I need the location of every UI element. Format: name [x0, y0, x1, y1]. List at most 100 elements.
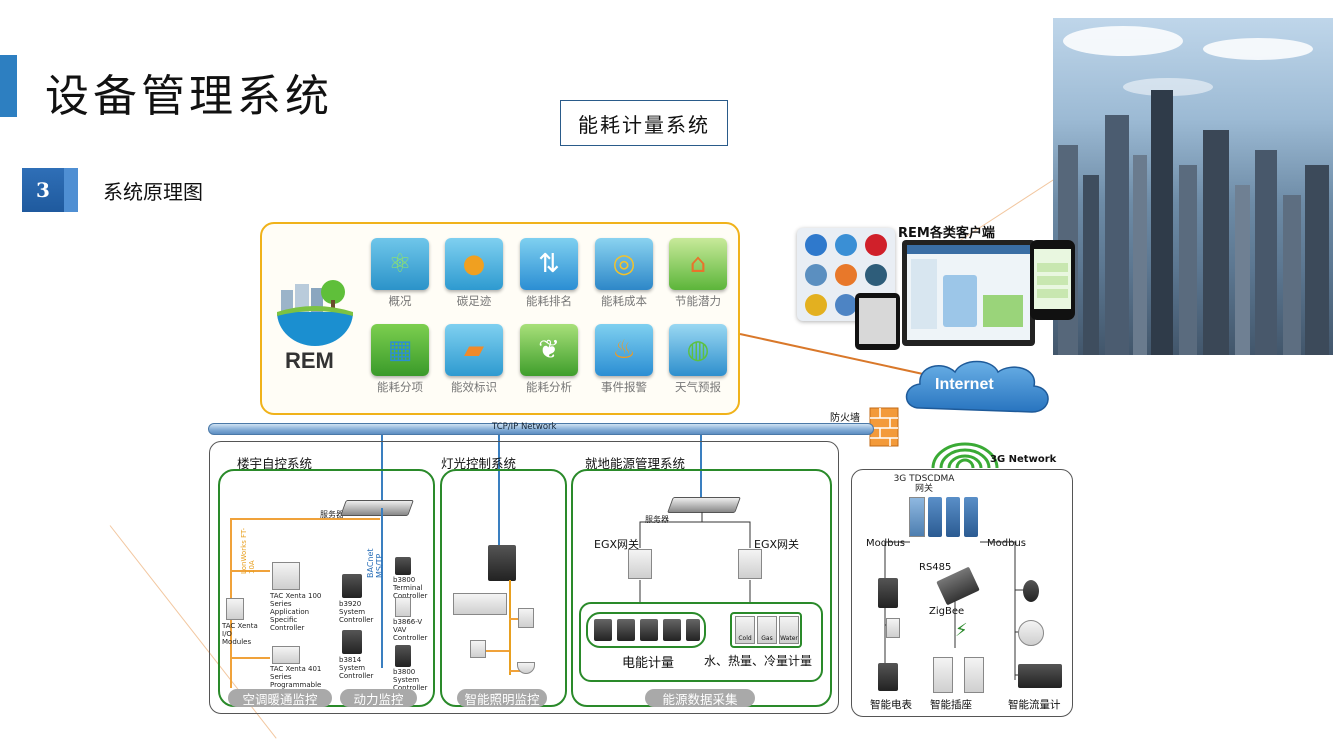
power-meter	[640, 619, 658, 641]
browser-icon-grid	[797, 228, 895, 321]
field-systems-box	[209, 441, 839, 714]
smartphone	[1030, 240, 1075, 320]
coins-icon: ◎	[595, 238, 653, 290]
firewall-icon	[869, 407, 899, 447]
smart-socket-label: 智能插座	[930, 699, 972, 711]
internet-cloud-icon	[905, 360, 1049, 413]
3g-gateway-device	[909, 497, 925, 537]
electric-metering-label: 电能计量	[622, 656, 675, 671]
3g-network-label: 3G Network	[990, 454, 1057, 465]
title-accent-bar	[0, 55, 17, 117]
flow-meter	[1018, 620, 1044, 646]
gas-meter: Gas	[757, 616, 777, 644]
internet-label: Internet	[935, 376, 994, 393]
lighting-caption: 智能照明监控	[457, 689, 547, 707]
zigbee-label: ZigBee	[929, 606, 965, 617]
desktop-monitor	[902, 240, 1035, 346]
b3920-controller	[342, 574, 362, 598]
section-number-badge: 3	[22, 168, 78, 212]
module-label: 能效标识	[451, 380, 497, 394]
module-tile-analysis[interactable]: ❦ 能耗分析	[517, 324, 581, 402]
globe-icon: ◍	[669, 324, 727, 376]
module-label: 天气预报	[675, 380, 721, 394]
wireless-metering-box	[851, 469, 1073, 717]
egx-gateway-left-label: EGX网关	[594, 538, 640, 551]
module-tile-carbon[interactable]: ● 碳足迹	[442, 238, 506, 316]
module-tile-overview[interactable]: ⚛ 概况	[368, 238, 432, 316]
wall-switch	[470, 640, 486, 658]
smart-meter	[886, 618, 900, 638]
module-label: 碳足迹	[456, 294, 492, 308]
rem-internet-link	[739, 333, 924, 375]
b3800-terminal-label: b3800 Terminal Controller	[393, 576, 427, 600]
module-label: 概况	[388, 294, 412, 308]
client-devices-title: REM各类客户端	[898, 226, 995, 241]
page-title: 设备管理系统	[45, 71, 333, 122]
module-tile-saving[interactable]: ⌂ 节能潜力	[666, 238, 730, 316]
smart-meter	[878, 578, 898, 608]
bas-title: 楼宇自控系统	[237, 456, 313, 471]
3g-gateway-device	[946, 497, 960, 537]
ranking-icon: ⇅	[520, 238, 578, 290]
tablet	[855, 293, 900, 350]
meter-links	[639, 580, 751, 602]
b3814-label: b3814 System Controller	[339, 656, 374, 681]
energy-caption: 能源数据采集	[645, 689, 755, 707]
module-label: 能耗分析	[526, 380, 572, 394]
badge-stripe	[64, 168, 78, 212]
module-label: 能耗排名	[526, 294, 572, 308]
module-tile-alarm[interactable]: ♨ 事件报警	[592, 324, 656, 402]
egx-gateway-right	[738, 549, 762, 579]
xenta-100	[272, 562, 300, 590]
hvac-caption: 空调暖通监控	[228, 689, 332, 707]
water-metering-label: 水、热量、冷量计量	[704, 654, 813, 668]
flame-icon: ♨	[595, 324, 653, 376]
rem-globe-icon	[277, 280, 353, 346]
lighting-bus	[509, 580, 511, 675]
section-title: 系统原理图	[103, 180, 203, 204]
piggy-bank-icon: ⌂	[669, 238, 727, 290]
smart-meter-label: 智能电表	[870, 699, 912, 711]
module-tile-cost[interactable]: ◎ 能耗成本	[592, 238, 656, 316]
egx-gateway-left	[628, 549, 652, 579]
lighting-title: 灯光控制系统	[441, 456, 517, 471]
network-drop	[700, 435, 702, 501]
zigbee-signal-icon: ⚡	[955, 620, 968, 641]
rem-logo: REM	[273, 270, 358, 380]
tcp-ip-label: TCP/IP Network	[492, 422, 557, 432]
molecule-icon: ●	[445, 238, 503, 290]
egx-gateway-right-label: EGX网关	[754, 538, 800, 551]
module-tile-ranking[interactable]: ⇅ 能耗排名	[517, 238, 581, 316]
building-icon: ▦	[371, 324, 429, 376]
tcp-ip-network-bar	[208, 423, 874, 435]
module-tile-weather[interactable]: ◍ 天气预报	[666, 324, 730, 402]
lighting-panel	[518, 608, 534, 628]
city-skyline-image	[1053, 18, 1333, 355]
lighting-branch	[485, 650, 509, 652]
smart-meter	[878, 663, 898, 691]
wireless-signal-icon	[931, 442, 999, 469]
modbus-right-label: Modbus	[987, 538, 1026, 549]
xenta-401	[272, 646, 300, 664]
leaf-icon: ❦	[520, 324, 578, 376]
b3800-system	[395, 645, 411, 667]
network-drop	[498, 435, 500, 545]
flow-meter-display	[1018, 664, 1062, 688]
water-meters-group	[730, 612, 802, 648]
power-meter	[617, 619, 635, 641]
section-number: 3	[36, 178, 50, 202]
module-tile-efficiency-label[interactable]: ▰ 能效标识	[442, 324, 506, 402]
b3920-label: b3920 System Controller	[339, 600, 374, 625]
rs485-label: RS485	[919, 562, 952, 573]
flow-meter	[1023, 580, 1039, 602]
power-meter	[663, 619, 681, 641]
io-module	[226, 598, 244, 620]
cold-meter: Cold	[735, 616, 755, 644]
lonworks-label: LonWorks FT-10A	[240, 527, 257, 574]
module-tile-itemized[interactable]: ▦ 能耗分项	[368, 324, 432, 402]
bas-server	[340, 500, 414, 516]
b3814-controller	[342, 630, 362, 654]
3g-gateway-device	[964, 497, 978, 537]
lonworks-branch	[230, 518, 380, 520]
egx-links	[639, 512, 751, 548]
